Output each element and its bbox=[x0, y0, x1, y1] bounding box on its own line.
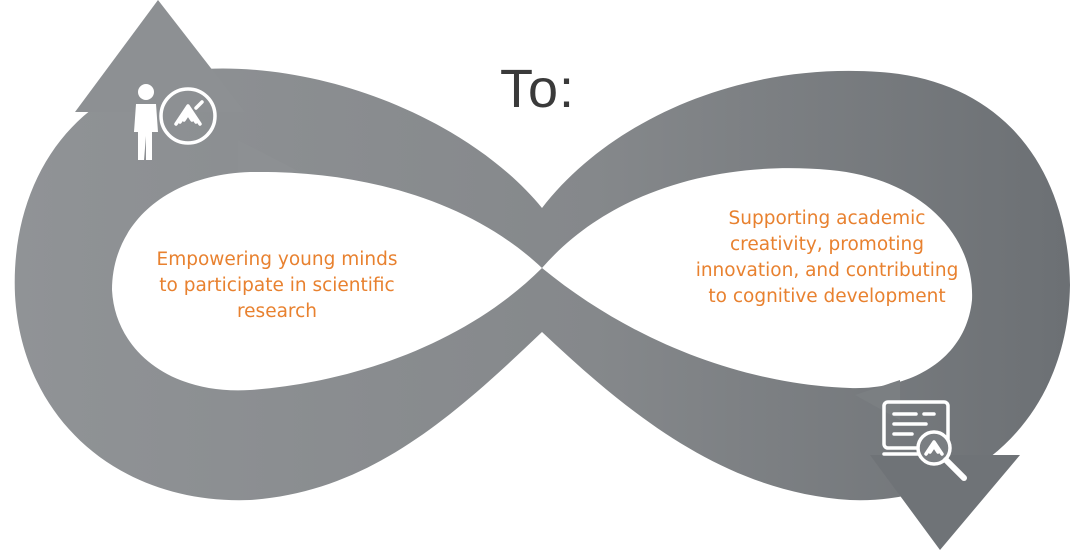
laptop-with-magnifier-icon bbox=[882, 400, 967, 481]
arrow-notch-right bbox=[855, 380, 900, 420]
student-with-research-badge-icon bbox=[134, 84, 217, 160]
arrowhead-top-left bbox=[75, 0, 245, 112]
infinity-band bbox=[14, 68, 1071, 501]
heading-to: To: bbox=[500, 59, 576, 119]
arrow-notch-left bbox=[238, 140, 300, 172]
goal-empowering-young-minds: Empowering young minds to participate in… bbox=[156, 249, 398, 322]
goal-supporting-academic-creativity: Supporting academic creativity, promotin… bbox=[695, 208, 959, 307]
arrowhead-bottom-right bbox=[870, 455, 1020, 550]
